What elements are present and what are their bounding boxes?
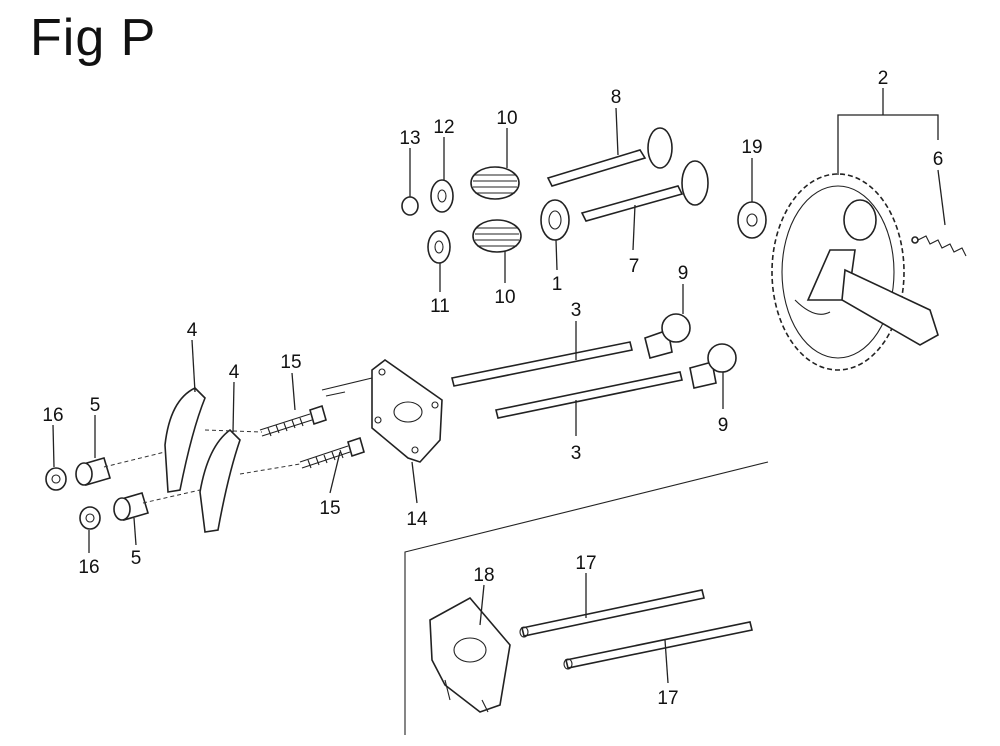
callout-12: 12	[433, 117, 454, 138]
callout-17-lower: 17	[657, 688, 678, 709]
push-rod-lower	[495, 371, 683, 419]
leader-lines	[52, 88, 946, 684]
callout-3-upper: 3	[571, 300, 582, 321]
callout-15-lower: 15	[319, 498, 340, 519]
rocker-arm-upper	[164, 387, 206, 493]
valve-stem-seal	[540, 199, 570, 241]
inset-frame	[404, 461, 769, 735]
callout-9-upper: 9	[678, 263, 689, 284]
callout-6: 6	[933, 149, 944, 170]
callout-15-upper: 15	[280, 352, 301, 373]
push-rod-guide-plate	[371, 359, 443, 463]
callout-4-lower: 4	[229, 362, 240, 383]
intake-valve	[580, 160, 709, 222]
push-rod-upper	[451, 341, 633, 387]
guide-plate-inset	[429, 596, 511, 713]
callout-17-upper: 17	[575, 553, 596, 574]
valve-spring-lower	[472, 219, 522, 253]
pivot-bolt-lower	[299, 436, 365, 469]
pivot-bolt-upper	[259, 404, 327, 437]
callout-18: 18	[473, 565, 494, 586]
callout-1: 1	[552, 274, 563, 295]
tappet-lower	[689, 343, 737, 389]
callout-13: 13	[399, 128, 420, 149]
callout-19: 19	[741, 137, 762, 158]
callout-5-upper: 5	[90, 395, 101, 416]
spring-retainer-12	[430, 179, 454, 213]
valve-cap-13	[401, 196, 419, 216]
assembly-lines-plate	[321, 377, 373, 397]
valve-spring-upper	[470, 166, 520, 200]
callout-5-lower: 5	[131, 548, 142, 569]
tappet-upper	[644, 313, 691, 359]
callout-10-lower: 10	[494, 287, 515, 308]
callout-8: 8	[611, 87, 622, 108]
callout-9-lower: 9	[718, 415, 729, 436]
callout-7: 7	[629, 256, 640, 277]
callout-16-upper: 16	[42, 405, 63, 426]
callout-3-lower: 3	[571, 443, 582, 464]
rocker-arm-lower	[199, 428, 241, 533]
lock-nut-lower	[79, 506, 101, 530]
decompressor-spring	[911, 235, 967, 257]
exhaust-valve	[546, 127, 673, 187]
callout-14: 14	[406, 509, 428, 530]
lock-nut-upper	[45, 467, 67, 491]
rocker-pivot-upper	[75, 457, 111, 486]
spring-retainer-11	[427, 230, 451, 264]
figure-title: Fig P	[30, 9, 157, 67]
camshaft-gear	[771, 173, 939, 371]
push-rod-inset-lower	[563, 621, 753, 670]
callout-16-lower: 16	[78, 557, 99, 578]
washer-19	[737, 201, 767, 239]
callout-4-upper: 4	[187, 320, 198, 341]
callout-10-upper: 10	[496, 108, 517, 129]
callout-2: 2	[878, 68, 889, 89]
callout-11: 11	[430, 296, 450, 317]
push-rod-inset-upper	[519, 589, 705, 638]
rocker-pivot-lower	[113, 492, 149, 521]
assembly-lines	[103, 429, 301, 504]
